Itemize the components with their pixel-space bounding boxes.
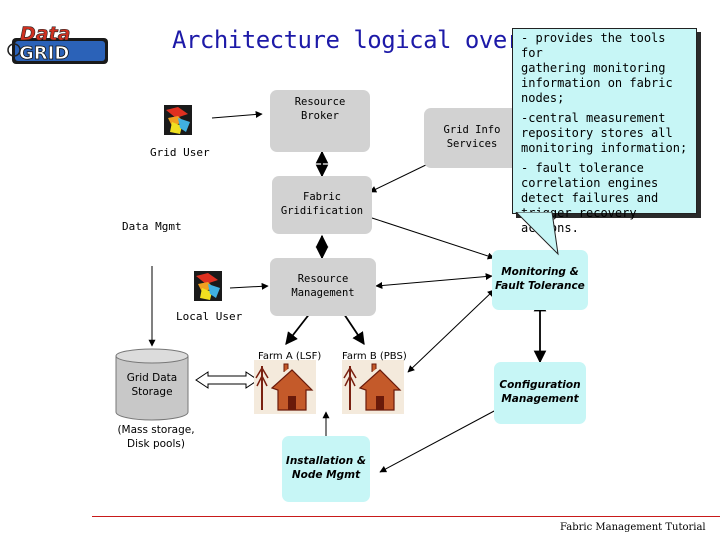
datagrid-logo: Data GRID	[7, 23, 108, 64]
edge-config-installation	[379, 409, 497, 473]
resource-management-node: Resource Management	[270, 258, 376, 316]
fabric-gridification-node: Fabric Gridification	[272, 176, 372, 234]
edge-user-broker	[211, 111, 263, 119]
configuration-management-node: Configuration Management	[494, 362, 586, 424]
footer-rule	[92, 516, 720, 517]
edge-gridification-monitoring	[371, 217, 495, 260]
data-mgmt-label: Data Mgmt	[122, 220, 182, 233]
monitoring-callout: - provides the tools for gathering monit…	[512, 28, 697, 235]
svg-text:GRID: GRID	[19, 43, 69, 64]
installation-node-mgmt-node: Installation & Node Mgmt	[282, 436, 370, 502]
local-user-icon	[194, 271, 222, 301]
callout-paragraph-1: - provides the tools for gathering monit…	[521, 31, 673, 105]
local-user-label: Local User	[176, 310, 243, 323]
footer-text: Fabric Management Tutorial	[560, 522, 706, 533]
grid-info-services-node: Grid Info Services	[424, 108, 520, 168]
grid-user-label: Grid User	[150, 146, 210, 159]
edge-localuser-resmgmt	[229, 282, 269, 290]
database-cylinder-icon	[115, 348, 189, 421]
farm-a-house-icon	[254, 360, 316, 414]
farm-b-house-icon	[342, 360, 404, 414]
callout-pointer	[515, 212, 559, 256]
grid-data-storage-label: Grid Data Storage	[126, 372, 178, 398]
edge-storage-farma	[195, 371, 259, 389]
grid-user-icon	[164, 105, 192, 135]
page-title: Architecture logical overv	[172, 26, 535, 54]
mass-storage-label: (Mass storage, Disk pools)	[117, 424, 195, 450]
monitoring-fault-tolerance-node: Monitoring & Fault Tolerance	[492, 250, 588, 310]
farm-b-label: Farm B (PBS)	[342, 351, 407, 362]
edge-farms-monitoring	[407, 289, 495, 373]
edge-resmgmt-monitoring	[375, 273, 493, 289]
resource-broker-node: Resource Broker	[270, 90, 370, 152]
svg-text:Data: Data	[20, 23, 71, 45]
farm-a-label: Farm A (LSF)	[258, 351, 322, 362]
edge-gridinfo-gridification	[369, 161, 433, 193]
callout-paragraph-2: -central measurement repository stores a…	[521, 111, 688, 155]
